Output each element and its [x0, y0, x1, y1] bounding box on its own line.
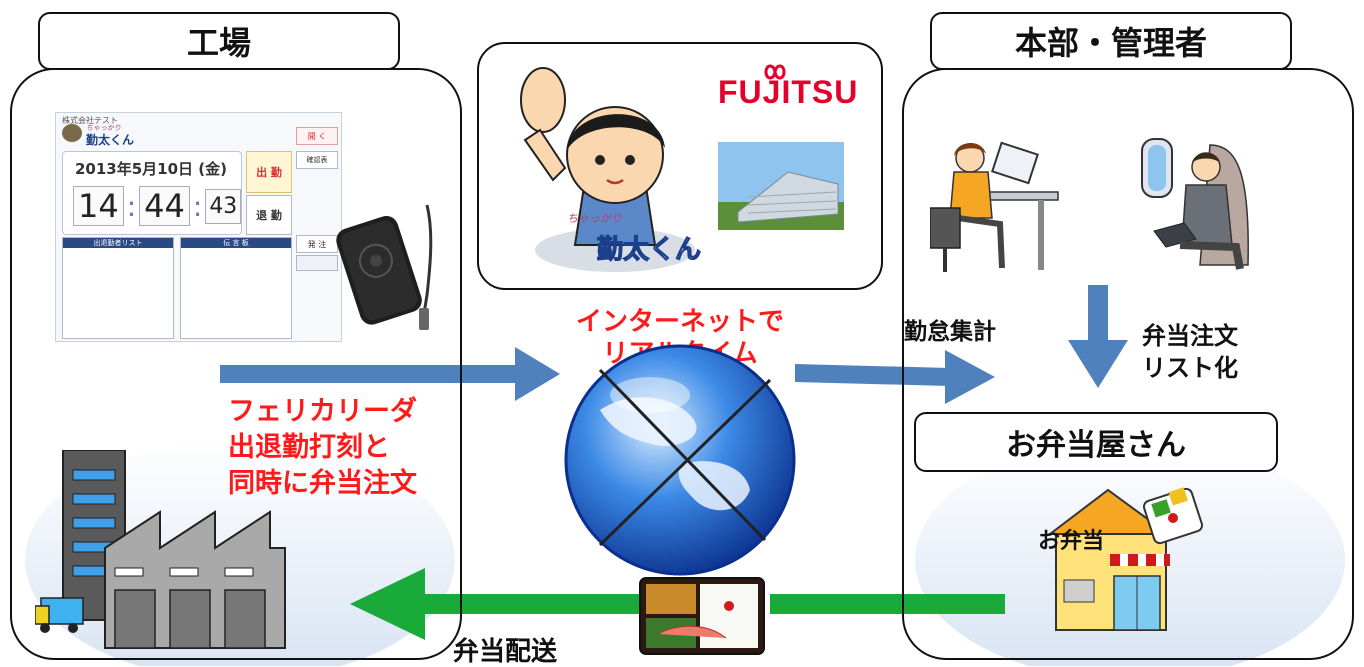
clock-out-button[interactable]: 退 勤 [246, 195, 292, 235]
fujitsu-infinity-mark [764, 64, 786, 80]
clock-seconds: 43 [205, 188, 242, 224]
attendance-app-screen: 株式会社テスト ちゃっかり 勤太くん 2013年5月10日 (金) 14 : 4… [55, 112, 342, 342]
arrow-delivery [350, 568, 1005, 640]
factory-title: 工場 [38, 12, 400, 70]
felica-reader-image [336, 204, 433, 330]
confirm-button[interactable]: 確認表 [296, 151, 338, 169]
clock-panel: 2013年5月10日 (金) 14 : 44 : 43 [62, 151, 242, 235]
factory-building-image [35, 450, 286, 649]
message-board: 伝 言 板 [180, 237, 292, 339]
arrow-hq-to-shop [1068, 285, 1128, 388]
bento-shop-image: お弁当 [1038, 487, 1204, 631]
app-company-name: 株式会社テスト [62, 116, 118, 125]
blank-button[interactable] [296, 255, 338, 271]
open-button[interactable]: 開 く [296, 127, 338, 145]
order-list-label-line-2: リスト化 [1142, 354, 1238, 382]
delivery-label: 弁当配送 [453, 637, 558, 667]
globe-image [564, 344, 796, 576]
factory-caption-line-3: 同時に弁当注文 [228, 468, 417, 499]
mascot-image: ちゃっかり 勤太くん [520, 67, 702, 272]
arrow-internet-to-hq [795, 350, 995, 404]
factory-caption-line-1: フェリカリーダ [228, 396, 417, 427]
order-list-label-line-1: 弁当注文 [1142, 322, 1238, 350]
clock-weekday: (金) [198, 160, 228, 178]
hq-title: 本部・管理者 [930, 12, 1292, 70]
mascot-caption: 勤太くん [597, 235, 701, 265]
clock-minutes: 44 [139, 186, 190, 226]
fujitsu-building-photo [718, 142, 844, 230]
clock-in-button[interactable]: 出 勤 [246, 151, 292, 193]
app-mascot-icon [62, 124, 82, 142]
bento-box-image [639, 577, 765, 655]
order-button[interactable]: 発 注 [296, 235, 338, 253]
app-name: 勤太くん [86, 133, 135, 147]
attendance-summary-label: 勤怠集計 [904, 319, 996, 345]
bento-shop-sign: お弁当 [1038, 528, 1104, 554]
factory-caption: フェリカリーダ 出退勤打刻と 同時に弁当注文 [228, 394, 417, 502]
attendee-list-header: 出退勤者リスト [63, 238, 173, 248]
order-list-label: 弁当注文 リスト化 [1142, 320, 1238, 384]
internet-label: インターネットで リアルタイム [555, 306, 805, 370]
bento-shop-label: お弁当屋さん [914, 412, 1278, 472]
factory-caption-line-2: 出退勤打刻と [228, 432, 390, 463]
arrow-factory-to-internet [220, 347, 560, 401]
attendee-list: 出退勤者リスト [62, 237, 174, 339]
traveling-worker-image [1141, 138, 1249, 270]
mascot-caption-small: ちゃっかり [567, 212, 622, 225]
fujitsu-logo: FUJITSU [718, 74, 859, 110]
message-board-header: 伝 言 板 [181, 238, 291, 248]
office-worker-image [930, 141, 1059, 272]
clock-time: 14 : 44 : 43 [73, 186, 242, 226]
clock-date: 2013年5月10日 [75, 160, 194, 178]
internet-label-line-1: インターネットで [575, 307, 784, 337]
app-name-small: ちゃっかり [86, 124, 121, 132]
clock-hours: 14 [73, 186, 124, 226]
